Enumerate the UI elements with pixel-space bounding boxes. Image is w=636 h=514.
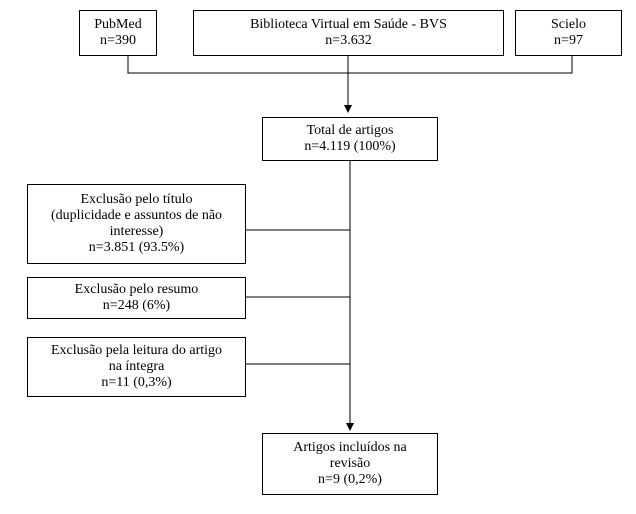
source-box-bvs: Biblioteca Virtual em Saúde - BVS n=3.63…	[193, 10, 504, 56]
included-label: Artigos incluídos na	[293, 440, 407, 455]
total-box: Total de artigos n=4.119 (100%)	[262, 117, 438, 161]
exclusion-count: n=11 (0,3%)	[101, 375, 172, 390]
exclusion-label: (duplicidade e assuntos de não	[50, 208, 223, 223]
source-name: PubMed	[94, 17, 142, 32]
source-name: Scielo	[551, 17, 586, 32]
exclusion-label: na íntegra	[108, 359, 165, 374]
source-count: n=97	[554, 33, 583, 48]
source-box-scielo: Scielo n=97	[515, 10, 622, 56]
included-box: Artigos incluídos na revisão n=9 (0,2%)	[262, 433, 438, 495]
source-name: Biblioteca Virtual em Saúde - BVS	[250, 17, 447, 32]
included-label: revisão	[329, 456, 371, 471]
exclusion-label: interesse)	[109, 224, 164, 239]
source-count: n=390	[100, 33, 136, 48]
source-count: n=3.632	[325, 33, 372, 48]
exclusion-box-abstract: Exclusão pelo resumo n=248 (6%)	[27, 277, 246, 319]
sources-bracket	[127, 56, 573, 74]
exclusion-count: n=248 (6%)	[102, 298, 171, 313]
total-title: Total de artigos	[306, 123, 394, 138]
source-box-pubmed: PubMed n=390	[79, 10, 157, 56]
exclusion-label: Exclusão pelo título	[80, 192, 193, 207]
exclusion-count: n=3.851 (93.5%)	[88, 240, 185, 255]
included-count: n=9 (0,2%)	[318, 472, 382, 487]
exclusion-box-fulltext: Exclusão pela leitura do artigo na ínteg…	[27, 337, 246, 397]
exclusion-label: Exclusão pelo resumo	[74, 282, 199, 297]
exclusion-label: Exclusão pela leitura do artigo	[50, 343, 223, 358]
total-count: n=4.119 (100%)	[304, 139, 396, 154]
exclusion-box-title: Exclusão pelo título (duplicidade e assu…	[27, 184, 246, 264]
